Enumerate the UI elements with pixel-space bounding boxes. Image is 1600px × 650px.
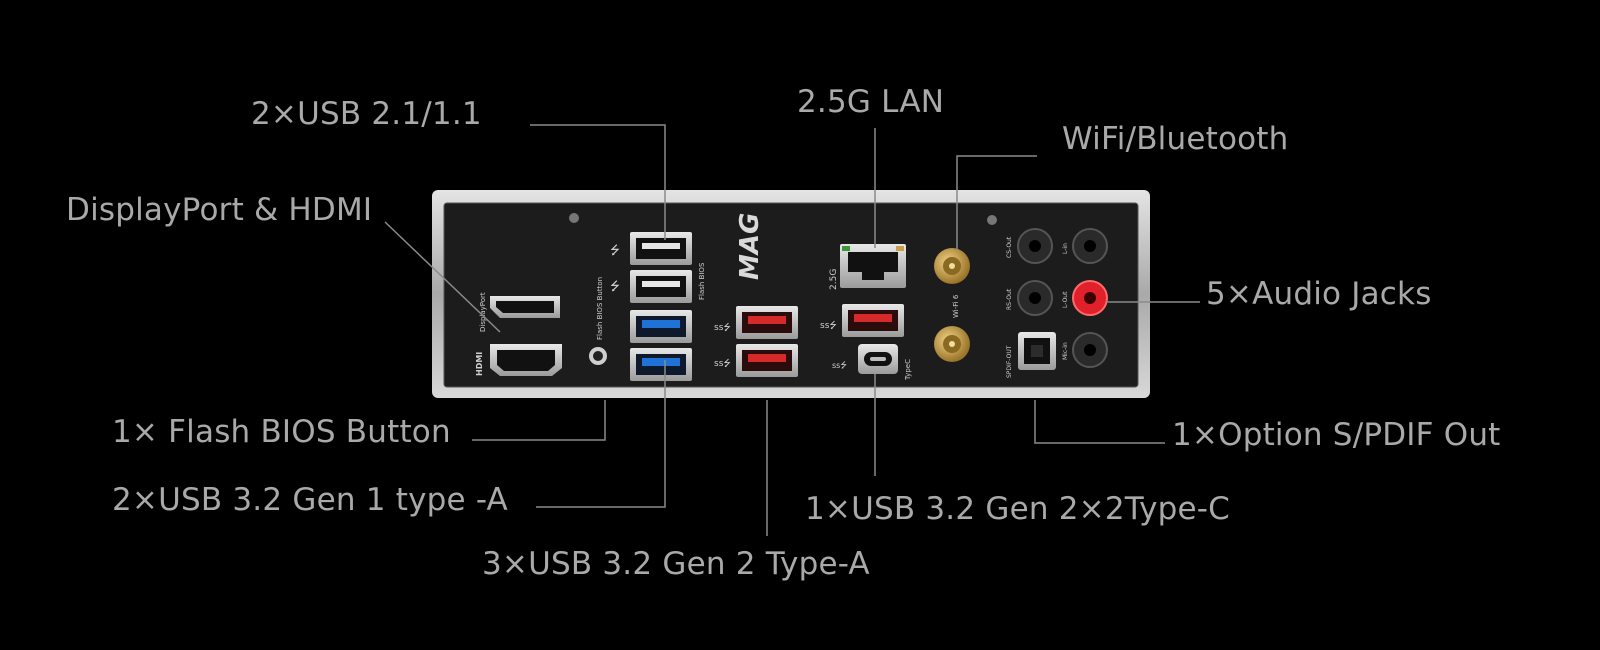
callout-usb32g2: 3×USB 3.2 Gen 2 Type-A [482, 546, 870, 582]
flash-bios-button: Flash BIOS Button [589, 277, 607, 365]
leader-flash-btn [472, 400, 606, 441]
cs-out-label: CS-Out [1006, 236, 1013, 258]
usb3-gen2-port-3: ss⭍ [820, 304, 904, 337]
flash-bios-button-label: Flash BIOS Button [596, 277, 604, 340]
usb3-gen2-icon-1: ss⭍ [714, 322, 731, 333]
callout-dp-hdmi: DisplayPort & HDMI [66, 192, 373, 228]
spdif-port: SPDIF-OUT [1006, 332, 1056, 378]
callout-lan: 2.5G LAN [797, 84, 945, 120]
audio-jacks: CS-Out L-in RS-Out L-Out Mic-in [1006, 228, 1108, 368]
leader-lines [384, 124, 1200, 536]
usb3-gen2-ports: ss⭍ ss⭍ [714, 306, 798, 377]
callout-audio: 5×Audio Jacks [1206, 276, 1432, 312]
callout-typec: 1×USB 3.2 Gen 2×2Type-C [805, 491, 1230, 527]
usb2-icon-2: ⭍ [610, 279, 620, 293]
mic-in-label: Mic-in [1062, 342, 1069, 360]
displayport-port: DisplayPort [479, 292, 560, 332]
leader-wifi [956, 155, 1037, 250]
spdif-out-label: SPDIF-OUT [1006, 345, 1013, 378]
callout-usb21: 2×USB 2.1/1.1 [251, 96, 482, 132]
usb3-gen2-icon-2: ss⭍ [714, 358, 731, 369]
callout-spdif: 1×Option S/PDIF Out [1172, 417, 1501, 453]
hdmi-label: HDMI [475, 352, 484, 376]
usb3-gen1-ports [630, 310, 692, 381]
usb2-ports: ⭍ ⭍ Flash BIOS [610, 232, 706, 303]
usb-typec-port: TypeC ss⭍ [832, 344, 912, 381]
usb3-gen2-icon-3: ss⭍ [820, 320, 837, 331]
l-in-label: L-in [1062, 243, 1069, 254]
callout-flash-btn: 1× Flash BIOS Button [112, 414, 451, 450]
l-out-label: L-Out [1062, 291, 1069, 308]
leader-usb32g1 [536, 360, 666, 508]
typec-label: TypeC [904, 359, 912, 381]
typec-ss-icon: ss⭍ [832, 361, 847, 370]
rs-out-label: RS-Out [1006, 288, 1013, 310]
leader-dp-hdmi [384, 221, 501, 333]
leader-spdif [1034, 400, 1165, 444]
brand-logo: MAG [735, 213, 765, 280]
lan-speed-label: 2.5G [829, 269, 839, 290]
hdmi-port: HDMI [475, 344, 562, 376]
flash-bios-label: Flash BIOS [698, 262, 706, 300]
leader-usb21 [530, 124, 666, 240]
callout-usb32g1: 2×USB 3.2 Gen 1 type -A [112, 482, 508, 518]
wifi6-label: Wi-Fi 6 [952, 294, 960, 318]
callout-wifi: WiFi/Bluetooth [1062, 121, 1289, 157]
usb2-icon-1: ⭍ [610, 243, 620, 257]
displayport-label: DisplayPort [479, 292, 487, 332]
wifi-antenna-connectors: Wi-Fi 6 [934, 248, 970, 362]
lan-port: 2.5G [829, 244, 906, 290]
